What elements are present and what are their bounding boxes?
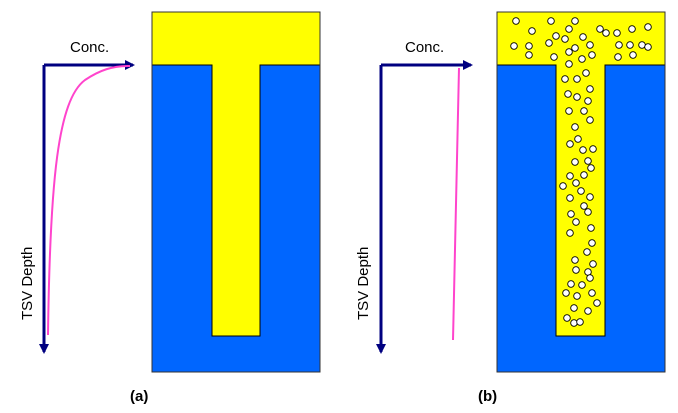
void-bubble (571, 44, 579, 52)
void-bubble (573, 292, 581, 300)
void-bubble (580, 202, 588, 210)
void-bubble (565, 60, 573, 68)
void-bubble (588, 289, 596, 297)
panel-a-profile-graph: Conc. TSV Depth (19, 39, 135, 354)
void-bubble (629, 51, 637, 59)
void-bubble (572, 218, 580, 226)
void-bubble (587, 164, 595, 172)
void-bubble (561, 75, 569, 83)
void-bubble (583, 248, 591, 256)
void-bubble (566, 229, 574, 237)
void-bubble (587, 224, 595, 232)
void-bubble (571, 17, 579, 25)
void-bubble (566, 172, 574, 180)
void-bubble (571, 123, 579, 131)
void-bubble (582, 69, 590, 77)
panel-a-structure-border (151, 11, 321, 373)
panel-a-depth-label: TSV Depth (19, 247, 36, 320)
void-bubble (525, 42, 533, 50)
panel-b-copper-fill-outline (497, 64, 665, 337)
panel-b-tsv-structure (496, 11, 666, 373)
void-bubble (589, 260, 597, 268)
void-bubble (593, 299, 601, 307)
void-bubble (580, 107, 588, 115)
void-bubble (596, 25, 604, 33)
panel-b: Conc. TSV Depth (b) (355, 11, 666, 405)
void-bubble (589, 145, 597, 153)
void-bubble (626, 41, 634, 49)
void-bubble (572, 179, 580, 187)
void-bubble (565, 25, 573, 33)
void-bubble (579, 33, 587, 41)
void-bubble (573, 93, 581, 101)
void-bubble (588, 239, 596, 247)
void-bubble (578, 281, 586, 289)
void-bubble (547, 17, 555, 25)
panel-b-voids (510, 17, 652, 327)
void-bubble (559, 182, 567, 190)
void-bubble (566, 140, 574, 148)
void-bubble (586, 193, 594, 201)
void-bubble (564, 90, 572, 98)
panel-a-conc-label: Conc. (70, 39, 109, 56)
void-bubble (566, 194, 574, 202)
panel-b-concentration-curve (452, 67, 460, 341)
void-bubble (584, 157, 592, 165)
void-bubble (584, 97, 592, 105)
void-bubble (588, 51, 596, 59)
void-bubble (550, 53, 558, 61)
void-bubble (579, 146, 587, 154)
void-bubble (570, 319, 578, 327)
void-bubble (584, 208, 592, 216)
void-bubble (586, 116, 594, 124)
void-bubble (576, 318, 584, 326)
void-bubble (572, 266, 580, 274)
panel-b-profile-graph: Conc. TSV Depth (355, 39, 473, 354)
void-bubble (563, 314, 571, 322)
void-bubble (644, 23, 652, 31)
void-bubble (573, 75, 581, 83)
panel-a: Conc. TSV Depth (a) (19, 11, 321, 405)
panel-b-depth-label: TSV Depth (355, 247, 372, 320)
panel-b-structure-border (496, 11, 666, 373)
void-bubble (565, 48, 573, 56)
void-bubble (614, 53, 622, 61)
void-bubble (571, 158, 579, 166)
void-bubble (578, 55, 586, 63)
void-bubble (586, 85, 594, 93)
panel-b-conc-label: Conc. (405, 39, 444, 56)
void-bubble (525, 51, 533, 59)
void-bubble (577, 187, 585, 195)
panel-b-caption: (b) (478, 388, 497, 405)
void-bubble (586, 41, 594, 49)
panel-a-copper-fill (152, 12, 320, 336)
void-bubble (580, 171, 588, 179)
panel-a-tsv-structure (151, 11, 321, 373)
void-bubble (644, 43, 652, 51)
void-bubble (602, 29, 610, 37)
void-bubble (512, 17, 520, 25)
panel-a-concentration-curve (47, 65, 131, 336)
void-bubble (613, 29, 621, 37)
void-bubble (545, 39, 553, 47)
void-bubble (567, 280, 575, 288)
void-bubble (510, 42, 518, 50)
void-bubble (574, 135, 582, 143)
void-bubble (552, 32, 560, 40)
void-bubble (562, 289, 570, 297)
void-bubble (615, 41, 623, 49)
void-bubble (567, 210, 575, 218)
void-bubble (571, 256, 579, 264)
panel-a-copper-fill-outline (152, 64, 320, 337)
panel-a-caption: (a) (130, 388, 148, 405)
void-bubble (528, 27, 536, 35)
void-bubble (586, 274, 594, 282)
void-bubble (584, 307, 592, 315)
void-bubble (565, 107, 573, 115)
void-bubble (628, 25, 636, 33)
void-bubble (561, 35, 569, 43)
void-bubble (570, 304, 578, 312)
